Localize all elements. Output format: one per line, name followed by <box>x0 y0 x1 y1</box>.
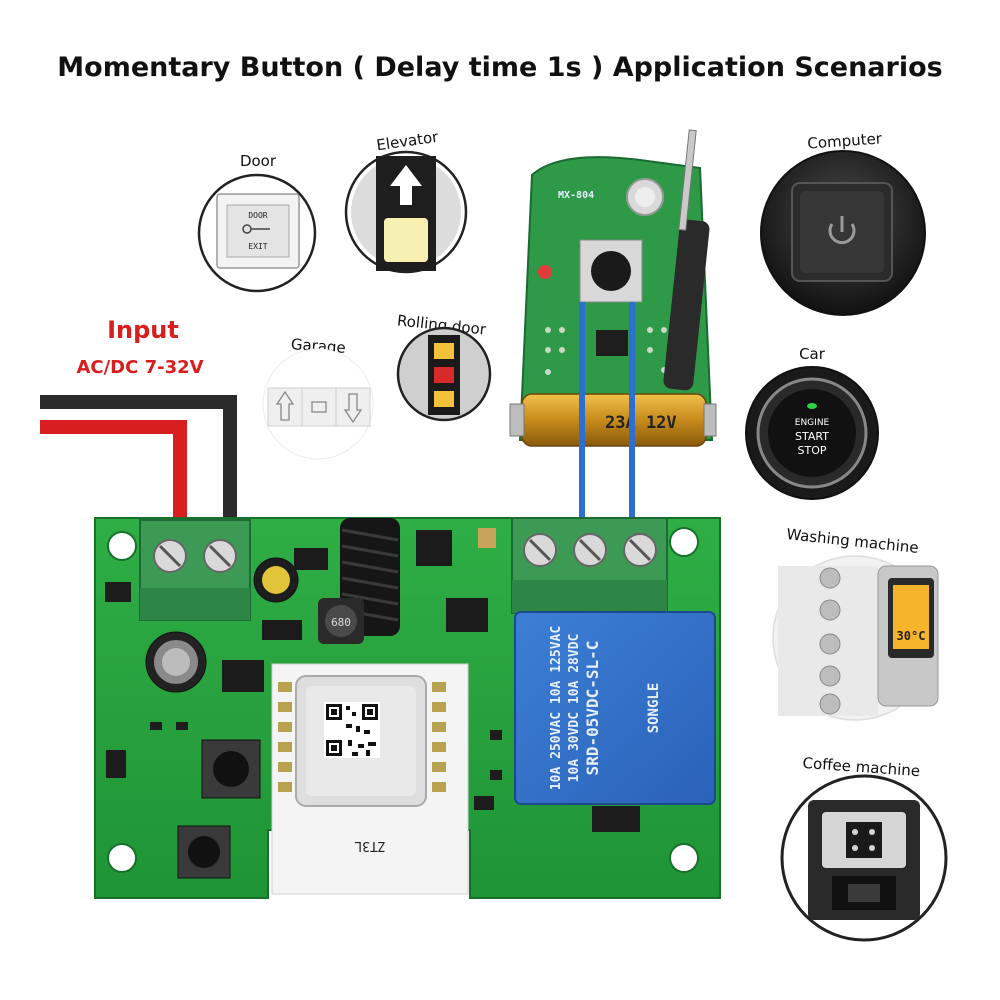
remote-push-button <box>591 251 631 291</box>
arrow-up-icon <box>390 165 422 205</box>
garage-up-icon <box>275 390 295 421</box>
rolling-door-scenario: Rolling door <box>396 311 492 422</box>
elevator-label: Elevator <box>375 128 440 155</box>
wifi-module: ZT3L <box>271 663 469 895</box>
door-label: Door <box>240 152 277 170</box>
module-label: ZT3L <box>354 838 385 853</box>
garage-stop-icon <box>311 401 327 413</box>
relay-rating-1: 10A 250VAC 10A 125VAC <box>549 626 564 790</box>
door-panel-bottom: EXIT <box>248 242 267 251</box>
garage-down-icon <box>343 393 363 424</box>
garage-scenario: Garage <box>262 335 374 460</box>
elevator-scenario: Elevator <box>344 128 468 274</box>
relay-brand: SONGLE <box>646 683 662 734</box>
computer-label: Computer <box>807 129 883 152</box>
car-scenario: Car ENGINE START STOP <box>745 345 879 500</box>
relay-rating-2: 10A 30VDC 10A 28VDC <box>567 634 582 783</box>
car-button-line2: START <box>795 430 829 443</box>
battery-label: 23A 12V <box>605 413 677 433</box>
door-scenario: Door DOOR EXIT <box>197 152 317 293</box>
input-voltage: AC/DC 7-32V <box>76 357 203 378</box>
washing-machine-label: Washing machine <box>786 525 920 557</box>
board-button-upper <box>201 739 261 799</box>
input-label: Input <box>107 316 179 344</box>
input-wires <box>40 395 237 518</box>
qr-code <box>324 702 380 758</box>
car-label: Car <box>799 345 826 363</box>
washer-display: 30°C <box>897 629 926 643</box>
coffee-machine-scenario: Coffee machine <box>780 754 948 942</box>
door-panel-top: DOOR <box>248 211 267 220</box>
rf-remote: MX-804 23A 12V <box>509 129 717 447</box>
board-button-lower <box>177 825 231 879</box>
page-title: Momentary Button ( Delay time 1s ) Appli… <box>57 52 943 83</box>
car-button-line3: STOP <box>798 444 827 457</box>
engine-indicator-light <box>807 403 817 409</box>
inductor-label: 680 <box>331 616 351 629</box>
relay-model: SRD-05VDC-SL-C <box>583 641 602 776</box>
computer-scenario: Computer <box>760 129 926 316</box>
relay: 10A 250VAC 10A 125VAC 10A 30VDC 10A 28VD… <box>514 611 716 805</box>
washing-machine-scenario: Washing machine 30°C <box>772 525 939 721</box>
car-button-line1: ENGINE <box>795 418 830 428</box>
remote-model: MX-804 <box>558 190 594 201</box>
relay-module-board: 680 <box>94 517 721 899</box>
signal-wires <box>579 302 635 535</box>
power-icon <box>828 216 856 245</box>
key-icon <box>242 224 270 234</box>
